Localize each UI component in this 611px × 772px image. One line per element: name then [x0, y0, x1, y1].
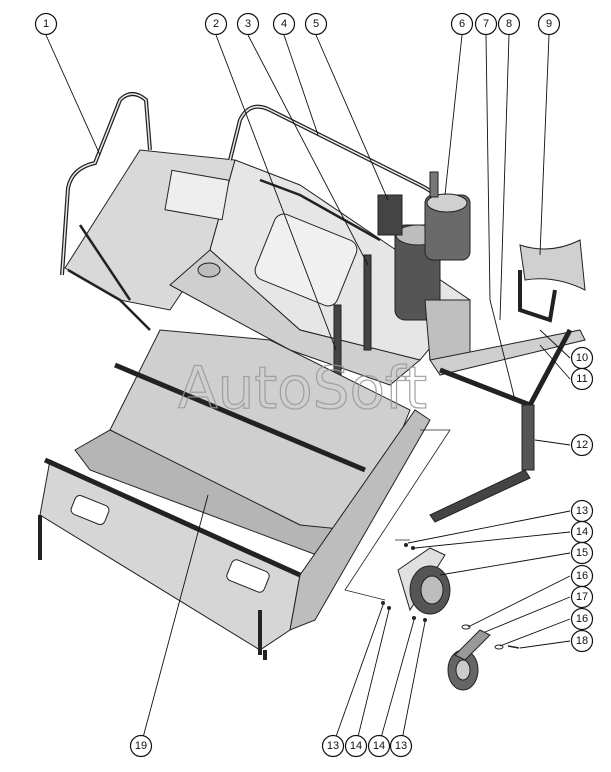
svg-text:14: 14: [373, 740, 385, 752]
callout-18: 18: [570, 629, 594, 653]
svg-text:16: 16: [576, 570, 588, 582]
bolt-13b: [381, 601, 385, 605]
svg-text:5: 5: [313, 18, 319, 30]
ring-16b: [494, 644, 504, 650]
washer-14b: [387, 606, 391, 610]
pulley-17-hub: [455, 659, 471, 681]
callout-19: 19: [129, 734, 153, 758]
svg-text:15: 15: [576, 547, 588, 559]
callout-2: 2: [204, 12, 228, 36]
seat-support: [518, 270, 557, 323]
left-rail-stays: [67, 224, 151, 331]
bolt-13a: [404, 543, 408, 547]
svg-text:6: 6: [459, 18, 465, 30]
filter-cap: [426, 193, 468, 213]
frame-cutout-left: [70, 494, 110, 526]
cross-beam: [429, 329, 586, 376]
watermark: AutoSoft: [178, 354, 427, 422]
svg-text:9: 9: [546, 18, 552, 30]
explosion-guide: [344, 429, 451, 601]
callout-17: 17: [570, 585, 594, 609]
svg-text:17: 17: [576, 591, 588, 603]
ring-16a: [461, 624, 471, 630]
washer-14a: [411, 546, 415, 550]
filler-neck: [429, 171, 439, 198]
seat-pan: [519, 239, 586, 291]
svg-text:8: 8: [506, 18, 512, 30]
frame-cutout-right: [226, 559, 270, 593]
svg-text:3: 3: [245, 18, 251, 30]
bolt-13c: [423, 618, 427, 622]
svg-text:14: 14: [576, 526, 588, 538]
svg-text:12: 12: [576, 439, 588, 451]
svg-text:16: 16: [576, 613, 588, 625]
deck-panel: [254, 213, 358, 307]
svg-text:1: 1: [43, 18, 49, 30]
callout-14-bottom-right: 14: [367, 734, 391, 758]
assembly-drawing: [38, 92, 586, 691]
svg-text:13: 13: [395, 740, 407, 752]
frame-legs: [38, 515, 267, 660]
callout-10: 10: [570, 346, 594, 370]
callout-14-right: 14: [570, 520, 594, 544]
washer-14c: [412, 616, 416, 620]
callout-5: 5: [304, 12, 328, 36]
svg-text:2: 2: [213, 18, 219, 30]
vertical-bracket-12: [521, 404, 535, 471]
lower-frame-side: [289, 409, 431, 631]
callout-8: 8: [497, 12, 521, 36]
valve-block: [377, 194, 403, 236]
callout-7: 7: [474, 12, 498, 36]
side-frame: [424, 299, 471, 361]
lever-arm: [454, 629, 491, 661]
vertical-post-3: [363, 254, 372, 351]
deck-bushing: [197, 262, 221, 278]
bottom-bracket: [429, 469, 531, 523]
callout-16-lower: 16: [570, 607, 594, 631]
callout-11: 11: [570, 367, 594, 391]
frame-long-beam: [43, 362, 366, 578]
svg-text:7: 7: [483, 18, 489, 30]
callout-14-bottom-left: 14: [344, 734, 368, 758]
callout-13-right: 13: [570, 499, 594, 523]
svg-text:19: 19: [135, 740, 147, 752]
deck-hatch: [164, 169, 230, 221]
callout-1: 1: [34, 12, 58, 36]
svg-text:13: 13: [327, 740, 339, 752]
callout-3: 3: [236, 12, 260, 36]
svg-text:14: 14: [350, 740, 362, 752]
callout-15: 15: [570, 541, 594, 565]
callout-12: 12: [570, 433, 594, 457]
svg-text:4: 4: [281, 18, 287, 30]
pin-18: [507, 645, 520, 649]
callout-6: 6: [450, 12, 474, 36]
leader-lines: [45, 34, 571, 746]
callouts: 1 2 3 4 5 6 7 8 9 10 11 12 13 14 15 16 1…: [34, 12, 594, 758]
svg-text:10: 10: [576, 352, 588, 364]
svg-text:11: 11: [576, 373, 587, 385]
callout-4: 4: [272, 12, 296, 36]
svg-text:18: 18: [576, 635, 588, 647]
callout-13-bottom-left: 13: [321, 734, 345, 758]
svg-text:13: 13: [576, 505, 588, 517]
callout-13-bottom-right: 13: [389, 734, 413, 758]
callout-16-upper: 16: [570, 564, 594, 588]
pulley-hub: [420, 575, 444, 605]
callout-9: 9: [537, 12, 561, 36]
